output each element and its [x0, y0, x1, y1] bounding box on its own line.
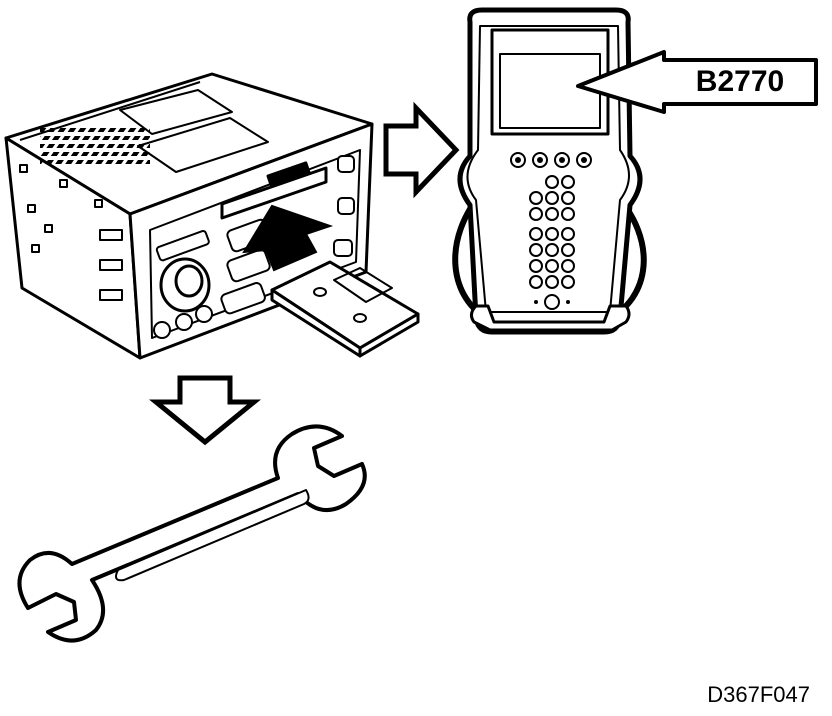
down-arrow-icon [148, 375, 262, 446]
right-arrow-icon [383, 101, 460, 199]
trouble-code-label: B2770 [695, 65, 785, 98]
figure-id-label: D367F047 [707, 682, 810, 707]
insert-arrow-icon [242, 204, 334, 272]
trouble-code-callout [576, 50, 818, 114]
scan-tool-icon [452, 7, 647, 335]
keycode-card-icon [270, 260, 420, 358]
wrench-icon [17, 424, 367, 643]
